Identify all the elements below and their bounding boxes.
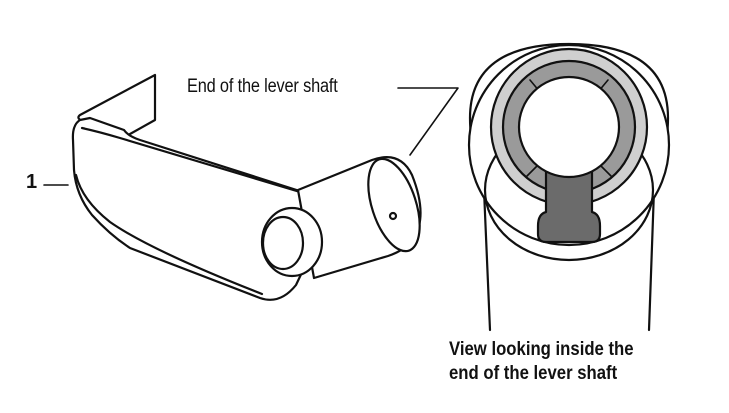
shaft-end-face [367,157,421,253]
inside-view-caption-line2: end of the lever shaft [449,363,618,384]
shaft-end-label: End of the lever shaft [187,76,338,97]
lever-lower-edge [74,173,264,296]
lever-cap-face [261,215,305,271]
lever-top-edge [80,126,302,194]
inside-view-bore [517,75,621,179]
lever-handle [71,73,422,301]
callout-number: 1 [26,171,38,193]
leader-lines [43,87,459,186]
lever-body [71,116,324,301]
inside-view-caption-line1: View looking inside the [449,339,634,360]
set-screw-hole [388,211,398,221]
inside-view-caption: View looking inside the end of the lever… [449,338,634,386]
leader-shaft-end [397,87,459,156]
inside-view [467,42,671,332]
